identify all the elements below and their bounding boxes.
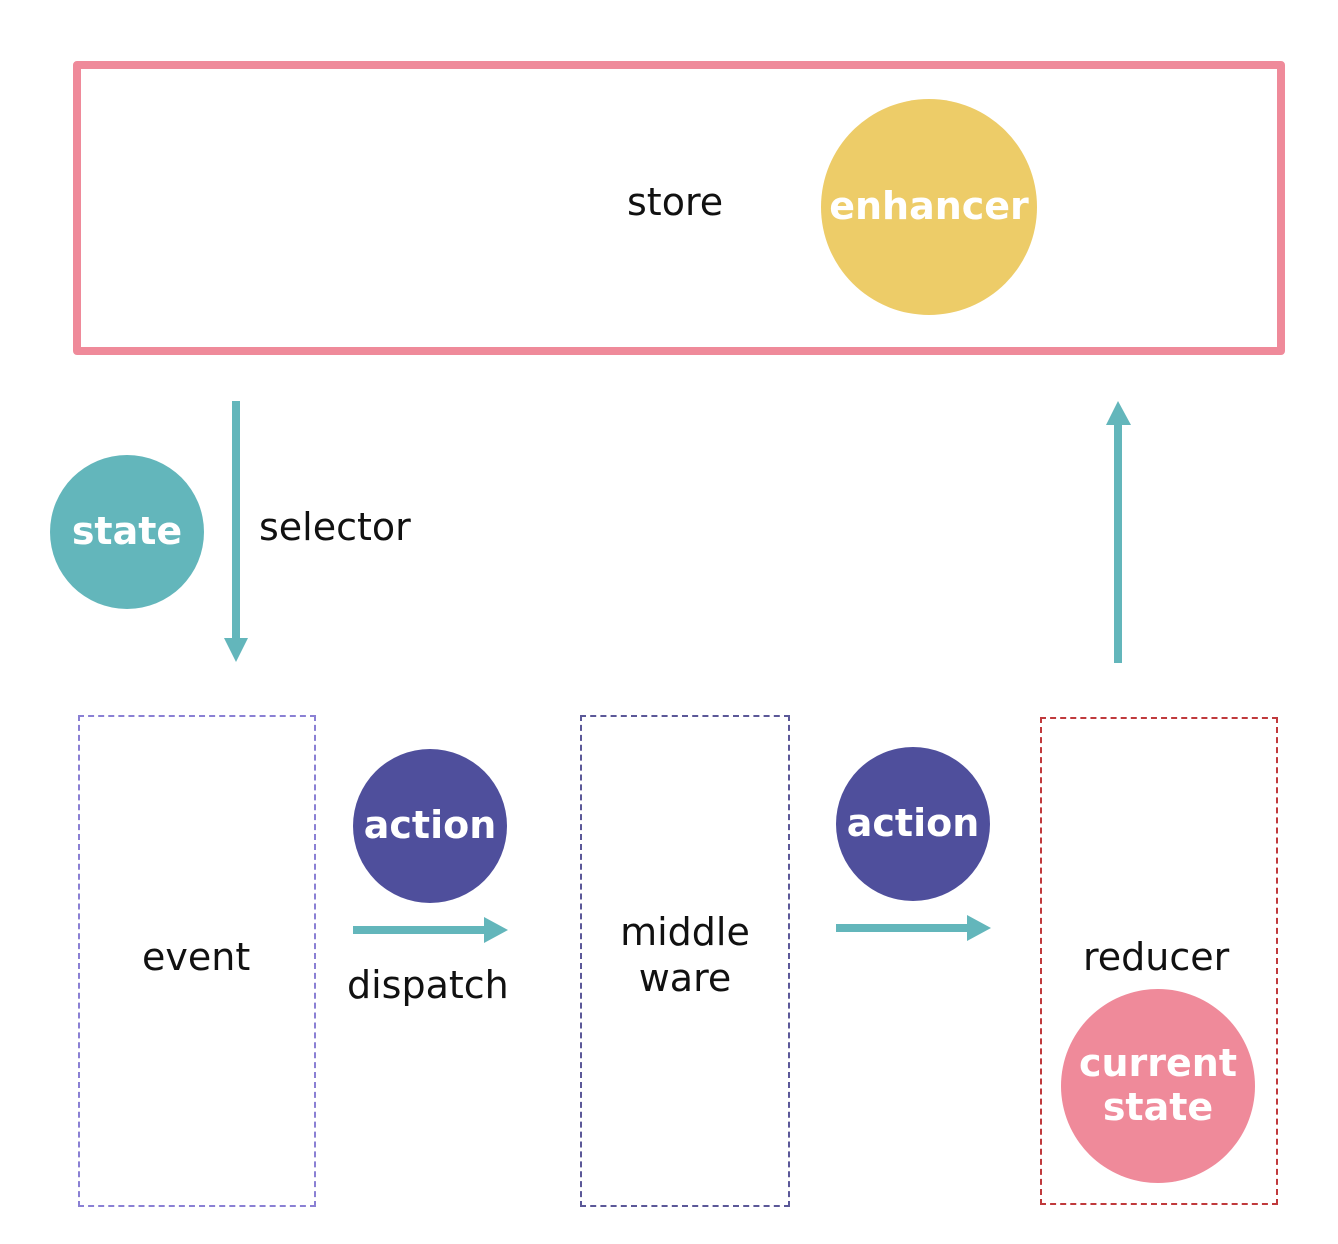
dispatch-label: dispatch [347, 963, 509, 1007]
middleware-label-line2: ware [638, 955, 732, 1000]
enhancer-bubble: enhancer [821, 99, 1037, 315]
current-state-line1: current [1078, 1041, 1238, 1086]
state-bubble: state [50, 455, 204, 609]
selector-label: selector [259, 505, 411, 549]
event-label: event [142, 935, 251, 979]
middleware-to-reducer-arrow [836, 915, 991, 941]
reducer-box [1040, 717, 1278, 1205]
current-state-bubble: current state [1061, 989, 1255, 1183]
middleware-label: middle ware [600, 910, 770, 1001]
store-box [73, 61, 1285, 355]
middleware-box [580, 715, 790, 1207]
reducer-to-store-arrow [1106, 401, 1131, 663]
selector-arrow [224, 401, 248, 662]
action-bubble-dispatch: action [353, 749, 507, 903]
middleware-label-line1: middle [620, 910, 750, 954]
action-bubble-middleware: action [836, 747, 990, 901]
store-label: store [627, 180, 724, 224]
current-state-line2: state [1102, 1085, 1214, 1129]
reducer-label: reducer [1083, 935, 1230, 979]
event-box [78, 715, 316, 1207]
dispatch-arrow [353, 917, 508, 943]
